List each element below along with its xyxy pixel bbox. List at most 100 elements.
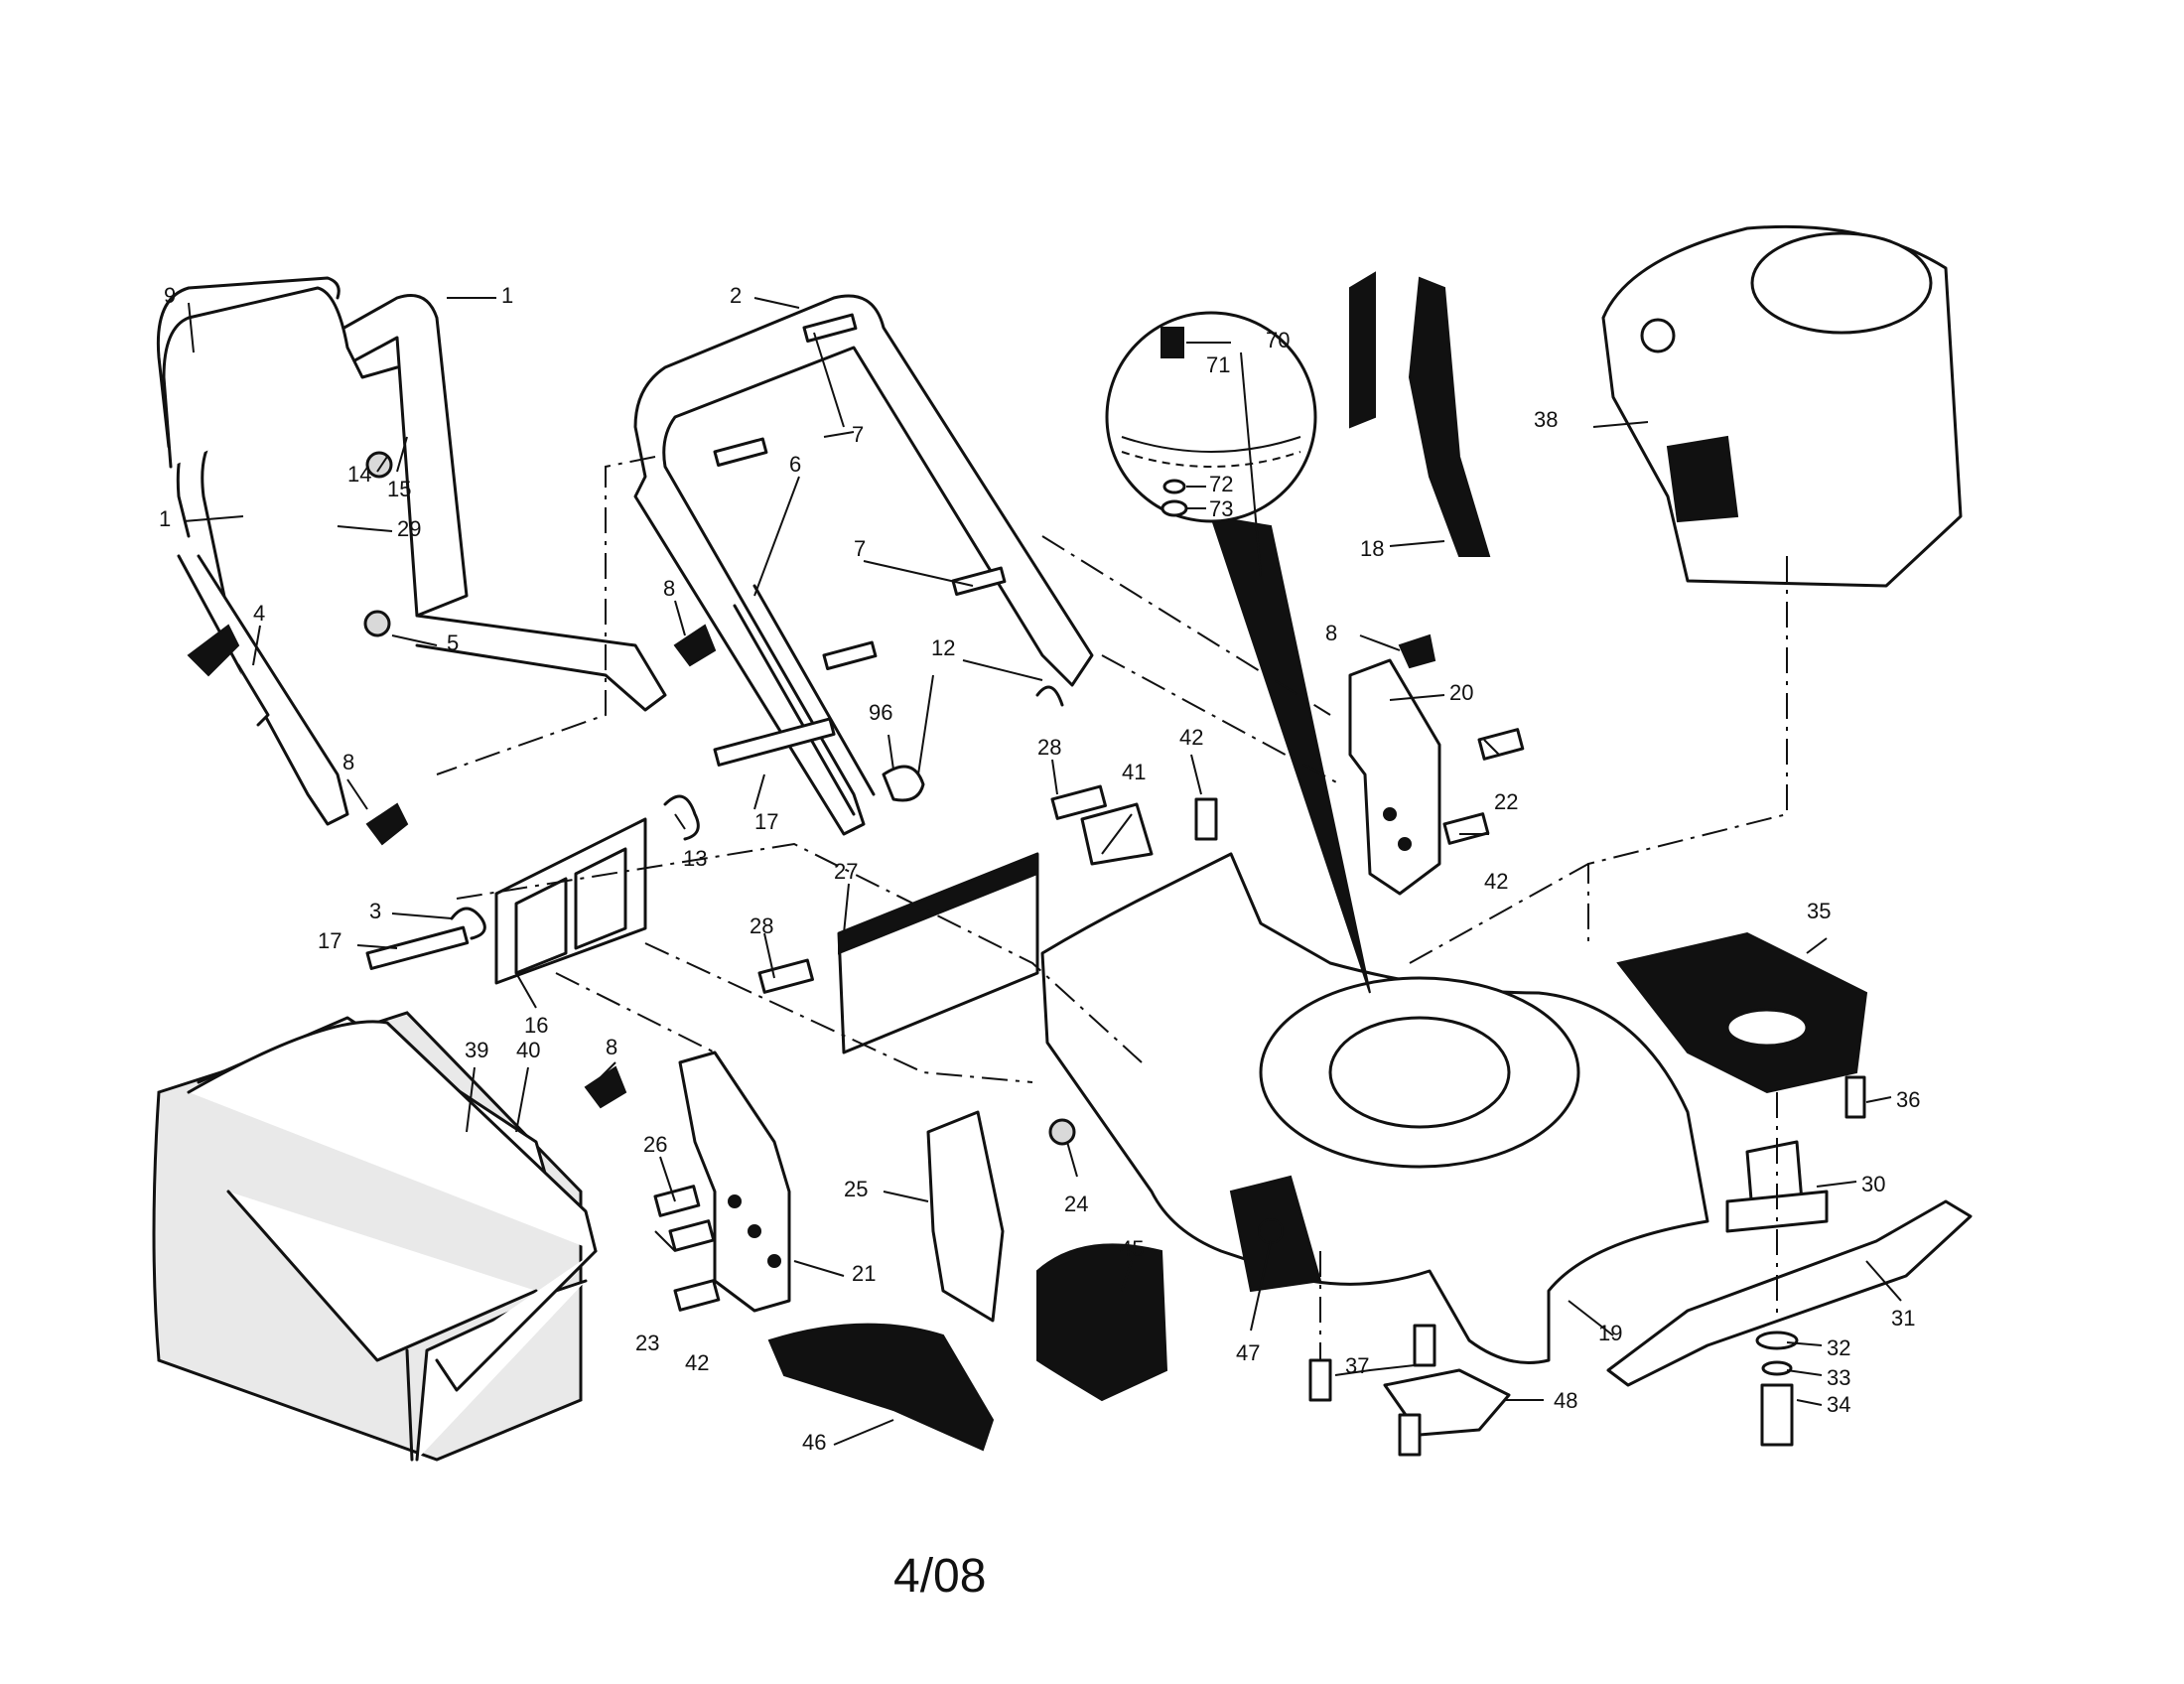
callout-label: 40 <box>516 1038 540 1062</box>
rear-door-16 <box>494 817 647 985</box>
height-adjuster-20 <box>1348 658 1441 896</box>
bolt-42-b <box>1442 812 1490 845</box>
bolt-28-a <box>1050 784 1107 820</box>
callout-label: 31 <box>1891 1306 1915 1331</box>
callout-label: 5 <box>447 631 459 655</box>
callout-label: 21 <box>852 1261 876 1286</box>
callout-label: 46 <box>802 1430 826 1455</box>
callout-label: 9 <box>164 283 176 308</box>
rod-17-a <box>713 717 836 767</box>
washer-32 <box>1755 1331 1799 1350</box>
chute-25 <box>926 1110 1005 1323</box>
bolt-37-b <box>1413 1324 1436 1367</box>
callout-label: 26 <box>643 1132 667 1157</box>
callout-label: 19 <box>1598 1321 1622 1345</box>
bolt-7-b <box>713 437 768 468</box>
callout-label: 1 <box>501 283 513 308</box>
revision-date: 4/08 <box>893 1550 987 1603</box>
callout-label: 70 <box>1266 328 1290 352</box>
callout-label: 48 <box>1554 1388 1577 1413</box>
bolt-37-a <box>1308 1358 1332 1402</box>
bolt-26 <box>653 1185 701 1217</box>
bolt-42-c <box>1194 797 1218 841</box>
callout-label: 17 <box>318 928 341 953</box>
callout-label: 3 <box>369 899 381 923</box>
callout-label: 8 <box>342 750 354 774</box>
callout-label: 47 <box>1236 1340 1260 1365</box>
bolt-37-c <box>1398 1413 1422 1457</box>
callout-label: 13 <box>683 846 707 871</box>
callout-label: 73 <box>1209 496 1233 521</box>
height-adjuster-21 <box>678 1051 791 1313</box>
assembly-lines <box>436 456 1788 1360</box>
bolt-36 <box>1844 1075 1866 1119</box>
detail-magnifier <box>1105 311 1371 994</box>
callout-label: 15 <box>387 477 411 501</box>
deck-19 <box>1040 852 1709 1364</box>
spring-13 <box>663 794 700 841</box>
callout-label: 7 <box>852 422 864 447</box>
knob-8-d <box>584 1065 627 1109</box>
callout-label: 16 <box>524 1013 548 1038</box>
callout-label: 28 <box>750 913 773 938</box>
washer-33 <box>1761 1360 1793 1376</box>
blade-31 <box>1606 1199 1973 1387</box>
callout-label: 34 <box>1827 1392 1850 1417</box>
bolt-22 <box>1477 728 1525 761</box>
upper-handle-right <box>633 294 1094 836</box>
callout-label: 8 <box>606 1035 617 1059</box>
knob-8-c <box>1398 633 1436 669</box>
callout-label: 42 <box>1484 869 1508 894</box>
spring-3 <box>450 907 486 940</box>
callout-label: 18 <box>1360 536 1384 561</box>
callout-label: 32 <box>1827 1335 1850 1360</box>
bag-frame-39 <box>187 1020 598 1392</box>
chute-46 <box>767 1323 995 1452</box>
callout-label: 1 <box>159 506 171 531</box>
bolt-7-a <box>802 313 858 344</box>
rod-17-b <box>365 925 470 970</box>
callout-label: 8 <box>1325 621 1337 645</box>
callout-label: 45 <box>1120 1236 1144 1261</box>
callout-label: 42 <box>1179 725 1203 750</box>
nut-5 <box>363 610 391 637</box>
bolt-23 <box>668 1219 716 1252</box>
callout-label: 24 <box>1064 1192 1088 1216</box>
bolt-34 <box>1760 1383 1794 1447</box>
callout-label: 33 <box>1827 1365 1850 1390</box>
deflector-18 <box>1349 271 1491 557</box>
knob-4 <box>187 624 270 727</box>
engine-38 <box>1601 224 1963 588</box>
callout-label: 28 <box>1037 735 1061 760</box>
callout-label: 2 <box>730 283 742 308</box>
callout-label: 23 <box>635 1331 659 1355</box>
callout-label: 4 <box>253 601 265 626</box>
nut-24 <box>1048 1118 1076 1146</box>
callout-label: 36 <box>1896 1087 1920 1112</box>
bail-wire <box>162 286 399 469</box>
callout-label: 37 <box>1345 1353 1369 1378</box>
callout-label: 41 <box>1122 760 1146 784</box>
callout-label: 39 <box>465 1038 488 1062</box>
blade-adapter-35 <box>1616 931 1868 1094</box>
callout-label: 25 <box>844 1177 868 1201</box>
bolt-42-a <box>673 1279 721 1312</box>
callout-label: 7 <box>854 536 866 561</box>
bolt-7-c <box>951 566 1007 597</box>
bolt-28-b <box>757 958 814 994</box>
callout-label: 30 <box>1861 1172 1885 1196</box>
knob-8-b <box>673 624 717 667</box>
callout-label: 22 <box>1494 789 1518 814</box>
callout-label: 72 <box>1209 472 1233 496</box>
knob-8-a <box>365 802 409 846</box>
callout-label: 17 <box>754 809 778 834</box>
callout-label: 29 <box>397 516 421 541</box>
callout-label: 96 <box>869 700 892 725</box>
clip-12 <box>1035 685 1064 707</box>
callout-label: 71 <box>1206 352 1230 377</box>
callout-label: 38 <box>1534 407 1558 432</box>
clip-96 <box>882 765 925 802</box>
callout-label: 20 <box>1449 680 1473 705</box>
callout-label: 12 <box>931 635 955 660</box>
